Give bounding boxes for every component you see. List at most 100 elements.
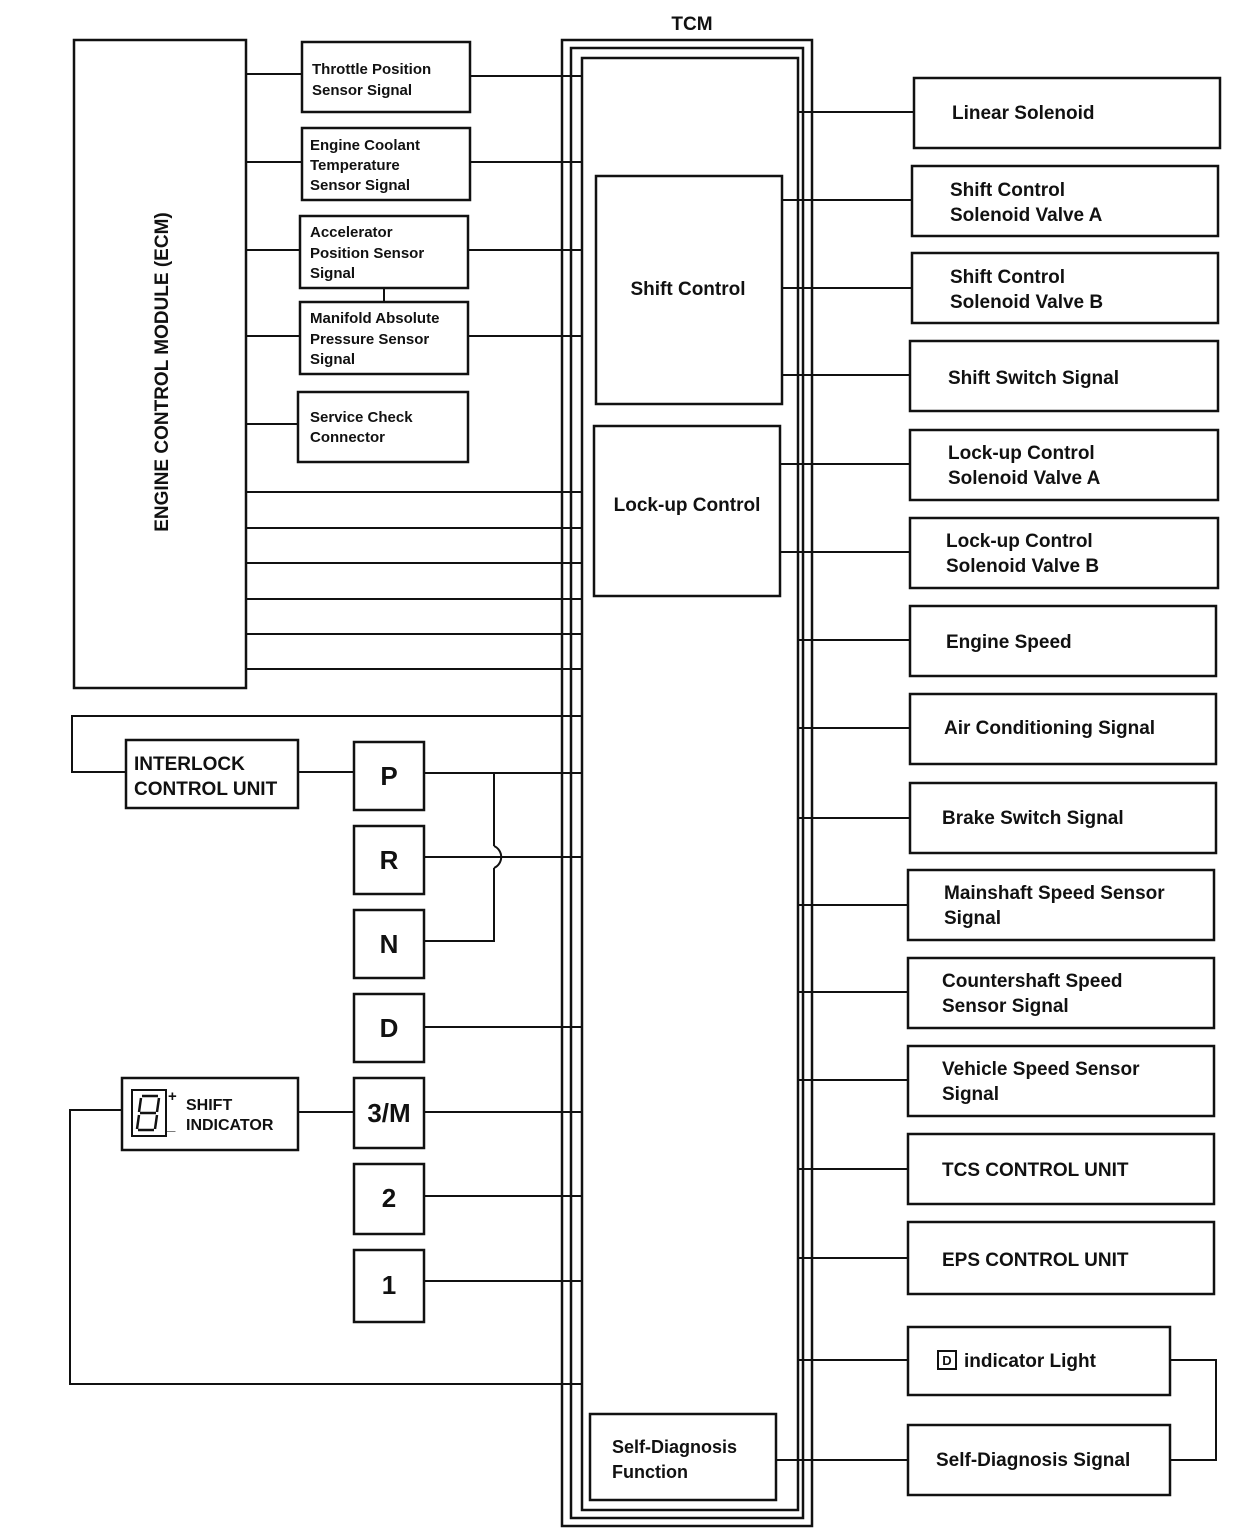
gear-positions: P R N D 3/M 2 1 <box>352 740 426 1324</box>
gear-d-box <box>352 992 426 1064</box>
throttle-position-line-2: Sensor Signal <box>312 82 412 99</box>
shift-solenoid-b-line-1: Shift Control <box>950 267 1065 288</box>
gear-d-label: D <box>380 1013 399 1043</box>
accelerator-position-line-2: Position Sensor <box>310 245 424 262</box>
left-wiring <box>69 73 582 1385</box>
d-indicator-icon-frame <box>937 1350 957 1370</box>
shift-indicator: + _ SHIFT INDICATOR <box>120 1076 300 1152</box>
self-diagnosis-function-line-2: Function <box>612 1462 688 1482</box>
vehicle-speed-line-2: Signal <box>942 1084 999 1105</box>
manifold-pressure-line-3: Signal <box>310 351 355 368</box>
tcm-title: TCM <box>671 14 712 35</box>
gear-r-box <box>352 824 426 896</box>
gear-p-box <box>352 740 426 812</box>
coolant-temp-line-3: Sensor Signal <box>310 177 410 194</box>
right-wiring <box>776 111 1217 1461</box>
shift-indicator-line-2: INDICATOR <box>186 1117 274 1134</box>
tcs-control-unit-box <box>906 1132 1216 1206</box>
service-check-connector-box <box>296 390 470 464</box>
interlock-line-2: CONTROL UNIT <box>134 779 278 800</box>
shift-solenoid-a-line-1: Shift Control <box>950 180 1065 201</box>
linear-solenoid-box <box>912 76 1222 150</box>
coolant-temp-line-1: Engine Coolant <box>310 137 420 154</box>
ecm-block: ENGINE CONTROL MODULE (ECM) <box>72 38 248 690</box>
gear-1-label: 1 <box>382 1270 396 1300</box>
eps-control-unit-box <box>906 1220 1216 1296</box>
interlock-line-1: INTERLOCK <box>134 754 245 775</box>
shift-switch-box <box>908 339 1220 413</box>
shift-switch-label: Shift Switch Signal <box>948 368 1119 389</box>
interlock-box <box>124 738 300 810</box>
seven-segment-icon <box>131 1089 167 1137</box>
linear-solenoid-label: Linear Solenoid <box>952 103 1095 124</box>
d-indicator-light-box <box>906 1325 1172 1397</box>
ecm-box <box>72 38 248 690</box>
self-diagnosis-function-box <box>588 1412 778 1502</box>
vehicle-speed-line-1: Vehicle Speed Sensor <box>942 1059 1140 1080</box>
shift-solenoid-b-box <box>910 251 1220 325</box>
coolant-temp-box <box>300 126 472 202</box>
coolant-temp-line-2: Temperature <box>310 157 400 174</box>
manifold-pressure-line-1: Manifold Absolute <box>310 310 439 327</box>
gear-n-label: N <box>380 929 399 959</box>
shift-indicator-line-1: SHIFT <box>186 1097 232 1114</box>
accelerator-position-line-1: Accelerator <box>310 224 393 241</box>
mainshaft-speed-line-2: Signal <box>944 908 1001 929</box>
shift-control-label: Shift Control <box>630 279 745 300</box>
lockup-control-box <box>592 424 782 598</box>
self-diagnosis-function-line-1: Self-Diagnosis <box>612 1437 737 1457</box>
gear-1-box <box>352 1248 426 1324</box>
vehicle-speed-box <box>906 1044 1216 1118</box>
self-diagnosis-signal-box <box>906 1423 1172 1497</box>
accelerator-position-line-3: Signal <box>310 265 355 282</box>
tcm-block: TCM Shift Control Lock-up Control Self-D… <box>560 14 814 1528</box>
shift-solenoid-a-box <box>910 164 1220 238</box>
tcs-control-unit-label: TCS CONTROL UNIT <box>942 1160 1129 1181</box>
lockup-solenoid-a-line-1: Lock-up Control <box>948 443 1095 464</box>
countershaft-speed-line-1: Countershaft Speed <box>942 971 1123 992</box>
lockup-solenoid-a-box <box>908 428 1220 502</box>
gear-n-box <box>352 908 426 980</box>
engine-speed-label: Engine Speed <box>946 632 1072 653</box>
gear-3m-box <box>352 1076 426 1150</box>
manifold-pressure-box <box>298 300 470 376</box>
shift-solenoid-a-line-2: Solenoid Valve A <box>950 205 1103 226</box>
engine-speed-box <box>908 604 1218 678</box>
input-boxes: Throttle Position Sensor Signal Engine C… <box>296 40 472 464</box>
shift-indicator-plus: + <box>168 1088 177 1105</box>
countershaft-speed-line-2: Sensor Signal <box>942 996 1069 1017</box>
service-check-line-1: Service Check <box>310 409 413 426</box>
brake-switch-box <box>908 781 1218 855</box>
gear-2-box <box>352 1162 426 1236</box>
countershaft-speed-box <box>906 956 1216 1030</box>
lockup-solenoid-b-box <box>908 516 1220 590</box>
mainshaft-speed-box <box>906 868 1216 942</box>
interlock-control-unit: INTERLOCK CONTROL UNIT <box>124 738 300 810</box>
mainshaft-speed-line-1: Mainshaft Speed Sensor <box>944 883 1165 904</box>
shift-control-box <box>594 174 784 406</box>
ecm-label: ENGINE CONTROL MODULE (ECM) <box>152 212 173 531</box>
air-conditioning-box <box>908 692 1218 766</box>
gear-2-label: 2 <box>382 1183 396 1213</box>
eps-control-unit-label: EPS CONTROL UNIT <box>942 1250 1129 1271</box>
brake-switch-label: Brake Switch Signal <box>942 808 1124 829</box>
d-indicator-icon-letter: D <box>942 1353 951 1368</box>
lockup-solenoid-b-line-2: Solenoid Valve B <box>946 556 1099 577</box>
self-diagnosis-signal-label: Self-Diagnosis Signal <box>936 1450 1130 1471</box>
throttle-position-line-1: Throttle Position <box>312 61 431 78</box>
lockup-control-label: Lock-up Control <box>614 495 761 516</box>
d-indicator-light-label: indicator Light <box>964 1351 1097 1372</box>
throttle-position-box <box>300 40 472 114</box>
output-boxes: Linear Solenoid Shift Control Solenoid V… <box>906 76 1222 1497</box>
service-check-line-2: Connector <box>310 429 385 446</box>
gear-r-label: R <box>380 845 399 875</box>
air-conditioning-label: Air Conditioning Signal <box>944 718 1155 739</box>
shift-solenoid-b-line-2: Solenoid Valve B <box>950 292 1103 313</box>
lockup-solenoid-b-line-1: Lock-up Control <box>946 531 1093 552</box>
gear-3m-label: 3/M <box>367 1098 410 1128</box>
lockup-solenoid-a-line-2: Solenoid Valve A <box>948 468 1101 489</box>
shift-indicator-minus: _ <box>166 1117 176 1134</box>
gear-p-label: P <box>380 761 397 791</box>
manifold-pressure-line-2: Pressure Sensor <box>310 331 429 348</box>
